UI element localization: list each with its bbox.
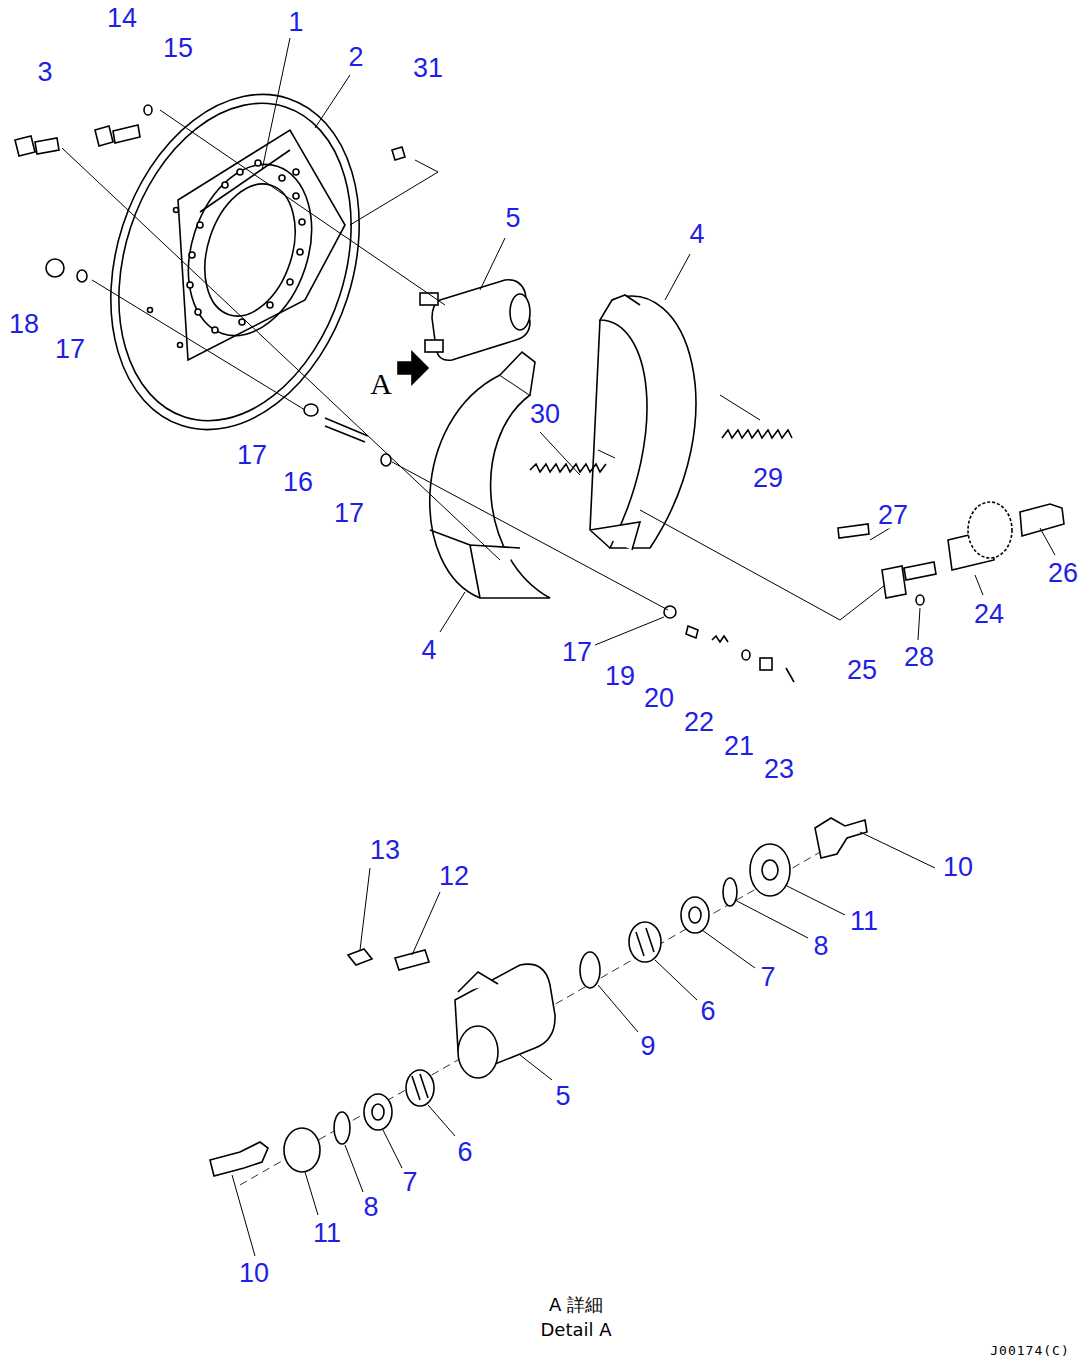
callout-number: 1 xyxy=(287,9,304,36)
callout-number: 14 xyxy=(106,5,138,32)
callout-number: 17 xyxy=(561,639,593,666)
callout-number: 9 xyxy=(639,1033,656,1060)
callout-number: 4 xyxy=(688,221,705,248)
wheel-cylinder-exploded xyxy=(210,818,867,1185)
callout-number: 10 xyxy=(942,854,974,881)
callout-number: 23 xyxy=(763,756,795,783)
callout-number: 27 xyxy=(877,502,909,529)
callout-number: 31 xyxy=(412,55,444,82)
callout-number: 12 xyxy=(438,863,470,890)
callout-number: 5 xyxy=(554,1083,571,1110)
callout-number: 17 xyxy=(333,500,365,527)
callout-number: 25 xyxy=(846,657,878,684)
callout-number: 6 xyxy=(456,1139,473,1166)
callout-number: 7 xyxy=(759,964,776,991)
wheel-cylinder xyxy=(420,280,530,361)
callout-number: 5 xyxy=(504,205,521,232)
backing-plate xyxy=(70,62,401,462)
callout-number: 8 xyxy=(362,1194,379,1221)
hold-down-pin xyxy=(46,259,794,682)
callout-number: 20 xyxy=(643,685,675,712)
brake-shoe xyxy=(430,352,550,598)
leader-line xyxy=(232,832,935,1256)
bolt xyxy=(15,105,405,160)
callout-number: 7 xyxy=(401,1169,418,1196)
callout-number: 6 xyxy=(699,998,716,1025)
view-label: A 詳細 xyxy=(548,1296,604,1314)
callout-number: 26 xyxy=(1047,560,1079,587)
callout-number: 21 xyxy=(723,733,755,760)
callout-number: 4 xyxy=(420,637,437,664)
callout-number: 10 xyxy=(238,1260,270,1287)
callout-number: 22 xyxy=(683,709,715,736)
view-label: Detail A xyxy=(539,1321,612,1339)
callout-number: 2 xyxy=(347,44,364,71)
callout-number: 24 xyxy=(973,601,1005,628)
callout-number: 3 xyxy=(36,59,53,86)
callout-number: 17 xyxy=(54,336,86,363)
callout-number: 16 xyxy=(282,469,314,496)
spring xyxy=(530,464,606,472)
callout-number: 15 xyxy=(162,35,194,62)
callout-number: 11 xyxy=(849,908,879,935)
callout-number: 8 xyxy=(812,933,829,960)
callout-number: 28 xyxy=(903,644,935,671)
view-label: A xyxy=(369,369,393,399)
callout-number: 19 xyxy=(604,663,636,690)
leader-line xyxy=(62,38,1055,645)
callout-number: 18 xyxy=(8,311,40,338)
callout-number: 30 xyxy=(529,401,561,428)
arrow-a xyxy=(398,352,428,384)
drawing-code: J00174(C) xyxy=(989,1344,1070,1357)
adjuster xyxy=(838,502,1064,605)
callout-number: 17 xyxy=(236,442,268,469)
callout-number: 13 xyxy=(369,837,401,864)
callout-number: 29 xyxy=(752,465,784,492)
spring xyxy=(722,430,792,438)
callout-number: 11 xyxy=(312,1220,342,1247)
